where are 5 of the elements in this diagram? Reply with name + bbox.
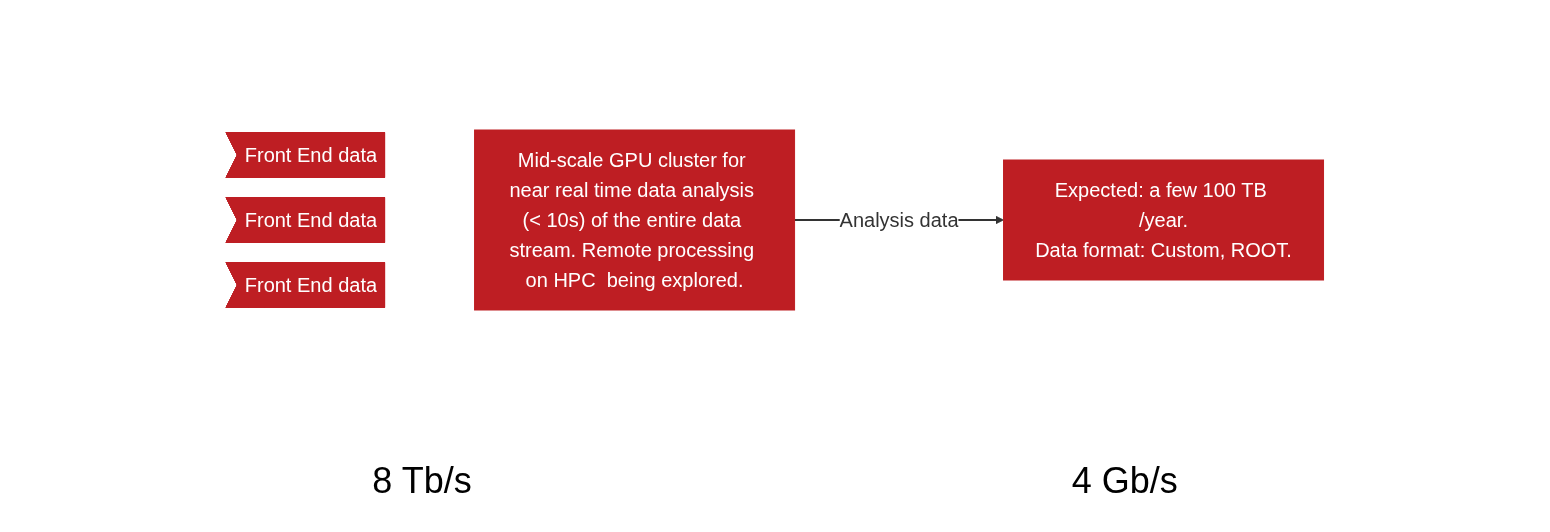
edge-label: Analysis data [839, 209, 959, 231]
rate-label: 4 Gb/s [1071, 460, 1178, 502]
node-box: Mid-scale GPU cluster for near real time data analysis (< 10s) of the entire data stream. Remote processing on HPC being explored. [474, 129, 796, 311]
rate-label: 8 Tb/s [372, 460, 472, 502]
node-box: Expected: a few 100 TB /year. Data format: Custom, ROOT. [1003, 159, 1325, 281]
